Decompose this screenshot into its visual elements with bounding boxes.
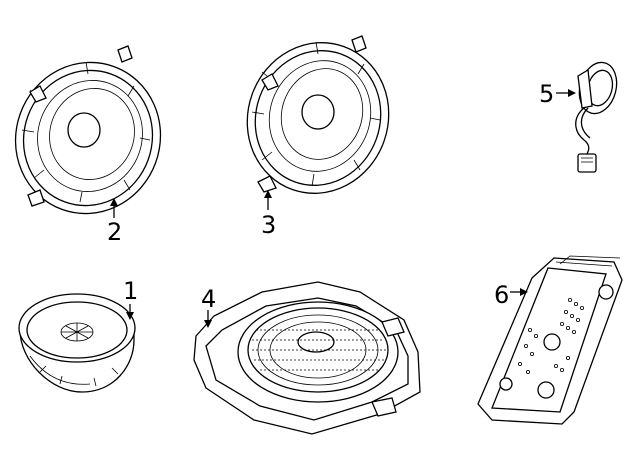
tweeter-part-5	[575, 61, 618, 173]
speaker-part-3	[246, 35, 390, 194]
callout-4: 4	[201, 285, 217, 313]
speaker-part-2	[14, 45, 162, 215]
callout-3: 3	[261, 211, 277, 239]
amplifier-part-6	[477, 255, 623, 425]
callout-1: 1	[123, 277, 139, 305]
leader-arrow-2	[110, 198, 118, 206]
leader-arrow-1	[126, 312, 134, 320]
callout-2: 2	[107, 218, 123, 246]
leader-arrow-6	[520, 288, 528, 296]
callout-5: 5	[539, 80, 555, 108]
leader-arrow-5	[568, 89, 576, 97]
leader-arrow-4	[204, 320, 212, 328]
leader-arrow-3	[264, 190, 272, 198]
callout-6: 6	[494, 281, 510, 309]
speaker-part-1	[18, 293, 136, 393]
subwoofer-part-4	[193, 281, 421, 435]
